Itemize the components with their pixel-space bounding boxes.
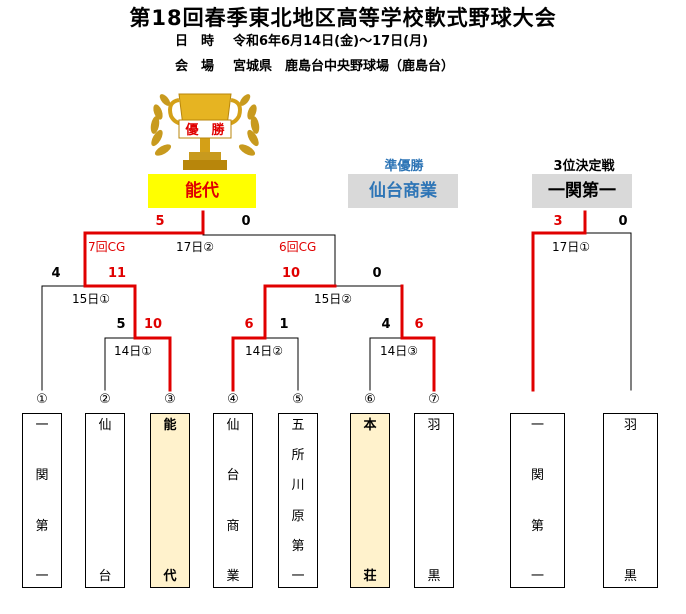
q2-right-score: 1: [279, 317, 289, 332]
team-number: ⑦: [428, 392, 440, 407]
third-place-badge: 一関第一: [532, 174, 632, 208]
team-box-haguro: 羽 黒: [414, 413, 454, 588]
q1-right-score: 10: [143, 317, 163, 332]
page-title: 第18回春季東北地区高等学校軟式野球大会: [129, 6, 557, 30]
third-left-score: 3: [553, 214, 563, 229]
third-team-box-haguro: 羽 黒: [603, 413, 658, 588]
semi-left-top-score: 4: [51, 266, 61, 281]
trophy-text: 優 勝: [184, 122, 225, 138]
team-number: ④: [227, 392, 239, 407]
final-right-score: 0: [241, 214, 251, 229]
runner-up-badge: 仙台商業: [348, 174, 458, 208]
team-number: ③: [164, 392, 176, 407]
team-number: ⑤: [292, 392, 304, 407]
team-box-sendai: 仙 台: [85, 413, 125, 588]
venue-value: 宮城県 鹿島台中央野球場（鹿島台）: [233, 59, 455, 74]
q2-date: 14日②: [245, 344, 284, 358]
date-label: 日 時: [175, 34, 215, 49]
semi-right-note: 6回CG: [279, 240, 317, 254]
q1-date: 14日①: [114, 344, 153, 358]
team-box-honjo: 本 荘: [350, 413, 390, 588]
semi-left-bottom-score: 11: [107, 266, 127, 281]
team-number: ②: [99, 392, 111, 407]
q1-left-score: 5: [116, 317, 126, 332]
runner-up-label: 準優勝: [384, 159, 424, 174]
date-value: 令和6年6月14日(金)～17日(月): [233, 34, 429, 49]
team-box-goshogawara: 五 所 川 原 第 一: [278, 413, 318, 588]
semi-right-bottom-score: 0: [372, 266, 382, 281]
team-box-sendai-shogyo: 仙 台 商 業: [213, 413, 253, 588]
q3-right-score: 6: [414, 317, 424, 332]
venue-label: 会 場: [175, 59, 215, 74]
third-place-label: 3位決定戦: [553, 159, 615, 174]
team-box-noshiro: 能 代: [150, 413, 190, 588]
q3-date: 14日③: [380, 344, 419, 358]
q2-left-score: 6: [244, 317, 254, 332]
semi-right-top-score: 10: [281, 266, 301, 281]
third-right-score: 0: [618, 214, 628, 229]
semi-right-date: 15日②: [314, 292, 353, 306]
team-box-ichinoseki: 一 関 第 一: [22, 413, 62, 588]
semi-left-date: 15日①: [72, 292, 111, 306]
semi-left-note: 7回CG: [88, 240, 126, 254]
third-team-box-ichinoseki: 一 関 第 一: [510, 413, 565, 588]
third-date: 17日①: [552, 240, 591, 254]
team-number: ①: [36, 392, 48, 407]
q3-left-score: 4: [381, 317, 391, 332]
final-date: 17日②: [176, 240, 215, 254]
final-left-score: 5: [155, 214, 165, 229]
champion-badge: 能代: [148, 174, 256, 208]
team-number: ⑥: [364, 392, 376, 407]
trophy-icon: 優 勝: [150, 93, 260, 170]
